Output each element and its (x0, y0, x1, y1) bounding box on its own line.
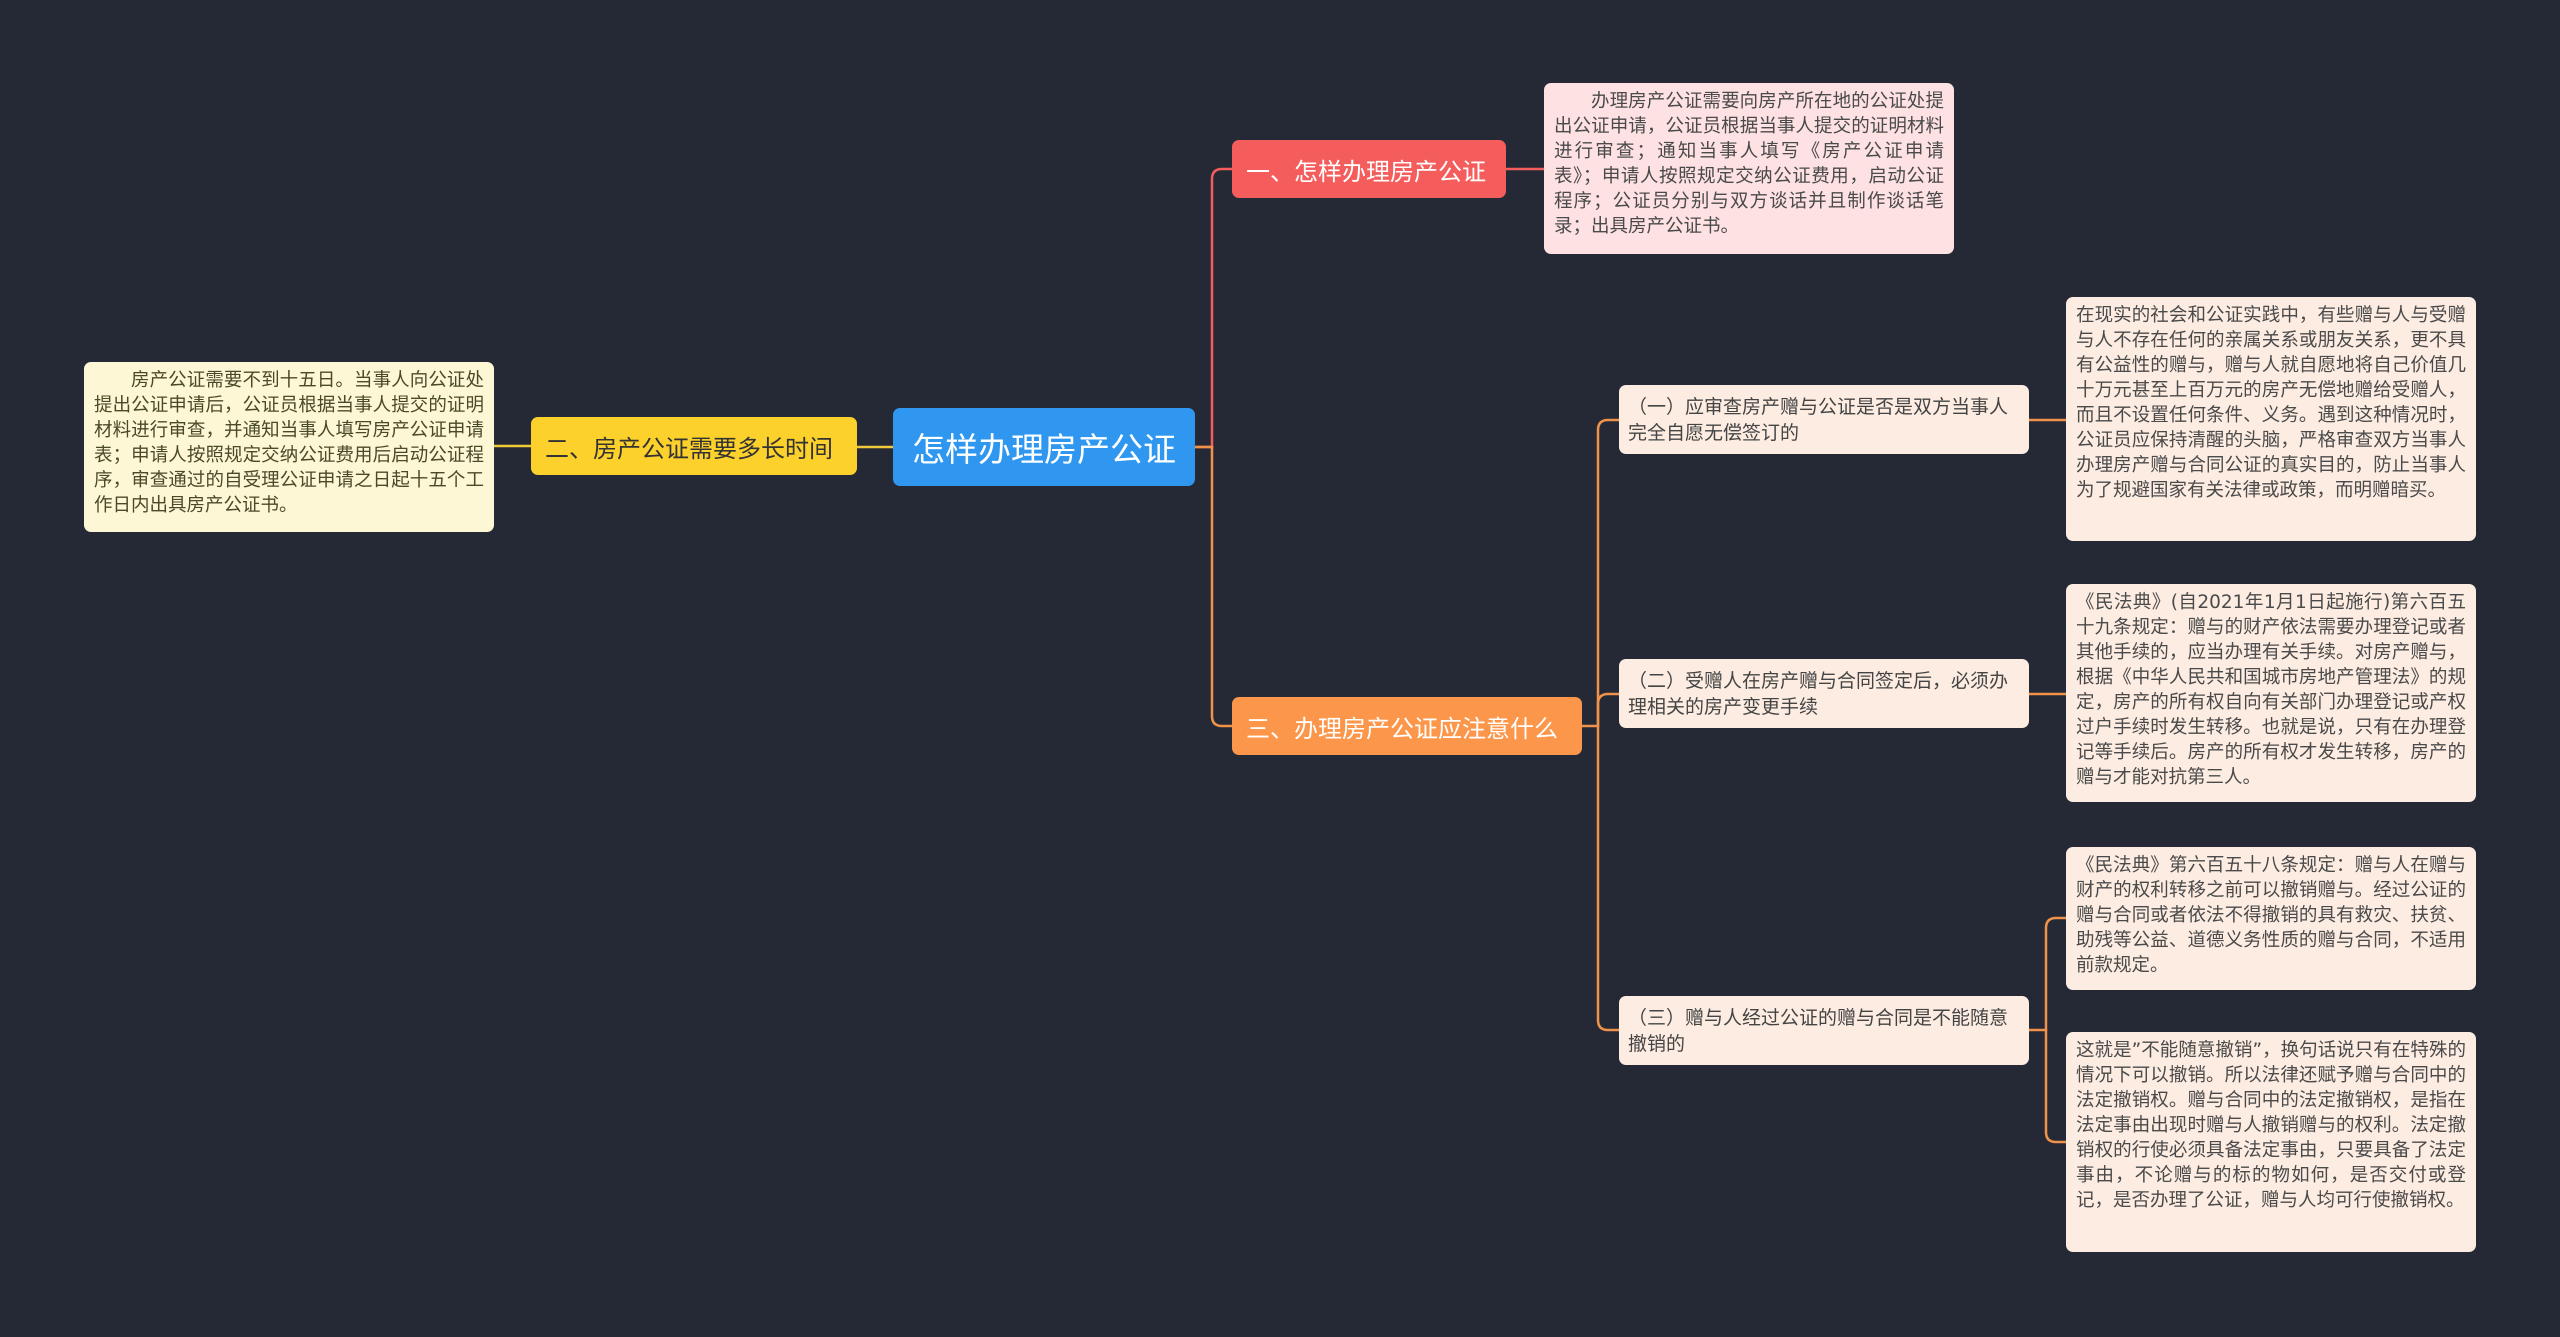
link-branch3-sub3 (1596, 726, 1619, 1032)
link-root-branch3 (1195, 445, 1232, 728)
detail-voluntary[interactable]: 在现实的社会和公证实践中，有些赠与人与受赠与人不存在任何的亲属关系或朋友关系，更… (2066, 297, 2476, 541)
link-root-branch1 (1195, 167, 1232, 449)
root-label: 怎样办理房产公证 (912, 430, 1176, 469)
link-sub3-detail2 (2044, 1030, 2066, 1144)
branch-node-notes[interactable]: 三、办理房产公证应注意什么 (1232, 697, 1582, 755)
root-node[interactable]: 怎样办理房产公证 (893, 408, 1195, 486)
link-branch3-sub1 (1582, 418, 1619, 728)
branch-label: 三、办理房产公证应注意什么 (1246, 714, 1558, 743)
branch-node-duration[interactable]: 二、房产公证需要多长时间 (531, 417, 857, 475)
detail-revocation-right[interactable]: 这就是”不能随意撤销”，换句话说只有在特殊的情况下可以撤销。所以法律还赋予赠与合… (2066, 1032, 2476, 1252)
sub-node-transfer[interactable]: （二）受赠人在房产赠与合同签定后，必须办理相关的房产变更手续 (1619, 659, 2029, 728)
detail-how-to[interactable]: 办理房产公证需要向房产所在地的公证处提出公证申请，公证员根据当事人提交的证明材料… (1544, 83, 1954, 254)
detail-transfer[interactable]: 《民法典》(自2021年1月1日起施行)第六百五十九条规定：赠与的财产依法需要办… (2066, 584, 2476, 802)
sub-node-voluntary[interactable]: （一）应审查房产赠与公证是否是双方当事人完全自愿无偿签订的 (1619, 385, 2029, 454)
branch-node-how-to[interactable]: 一、怎样办理房产公证 (1232, 140, 1506, 198)
sub-label: （二）受赠人在房产赠与合同签定后，必须办理相关的房产变更手续 (1628, 669, 2009, 718)
sub-label: （三）赠与人经过公证的赠与合同是不能随意撤销的 (1628, 1006, 2009, 1055)
detail-duration[interactable]: 房产公证需要不到十五日。当事人向公证处提出公证申请后，公证员根据当事人提交的证明… (84, 362, 494, 532)
detail-revocation-rule[interactable]: 《民法典》第六百五十八条规定：赠与人在赠与财产的权利转移之前可以撤销赠与。经过公… (2066, 847, 2476, 990)
sub-node-revocation[interactable]: （三）赠与人经过公证的赠与合同是不能随意撤销的 (1619, 996, 2029, 1065)
link-branch3-sub2 (1596, 692, 1619, 726)
branch-label: 一、怎样办理房产公证 (1246, 157, 1486, 186)
sub-label: （一）应审查房产赠与公证是否是双方当事人完全自愿无偿签订的 (1628, 395, 2009, 444)
link-sub3-detail1 (2029, 916, 2066, 1032)
branch-label: 二、房产公证需要多长时间 (545, 434, 833, 463)
